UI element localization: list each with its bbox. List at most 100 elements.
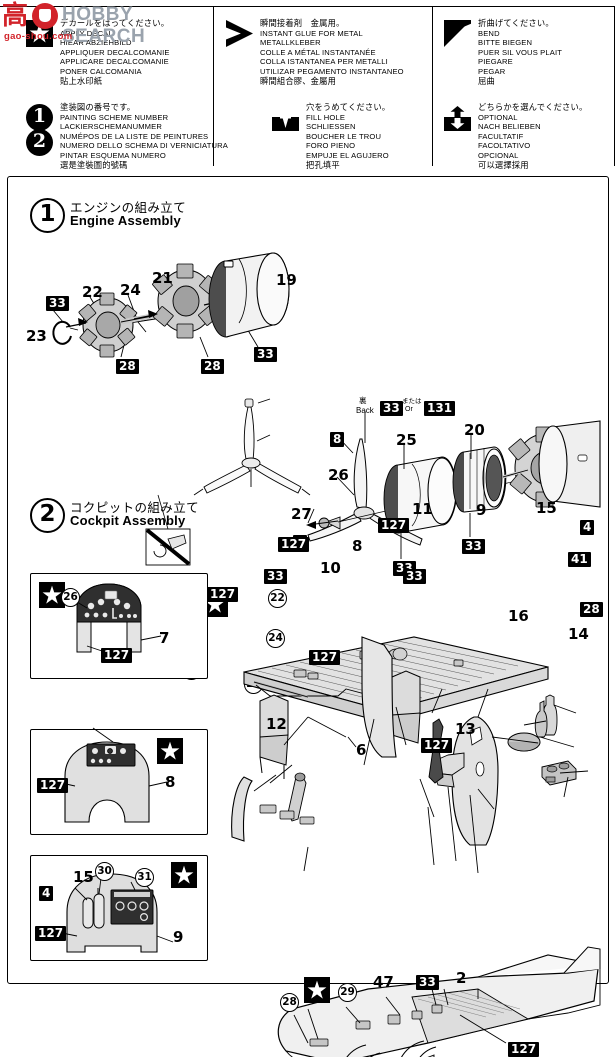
callout-127-a: 127 (278, 537, 310, 552)
callout-11: 11 (412, 500, 433, 518)
fill-hole-icon (272, 104, 299, 131)
legend-item-text: デカールをはってください。 APPLY DECAL HIEAR ABZIEHBI… (60, 18, 170, 87)
callout-33-back: 33 (380, 401, 403, 416)
legend-item-text: 折曲げてください。 BEND BITTE BIEGEN PUER SIL VOU… (478, 18, 562, 87)
callout-25: 25 (396, 431, 417, 449)
callout-4-panel9: 4 (39, 886, 54, 901)
callout-33-fuselage: 33 (416, 975, 439, 990)
decal-star-icon-7 (39, 582, 65, 608)
number-circle-icon-2: 2 (26, 129, 53, 156)
callout-127-e: 127 (421, 738, 453, 753)
callout-26-prop: 26 (328, 466, 349, 484)
decal-star-icon-9 (171, 862, 197, 888)
legend-divider-2 (432, 6, 433, 166)
callout-27: 27 (291, 505, 312, 523)
callout-12: 12 (266, 715, 287, 733)
legend-line-cn: 屈曲 (478, 76, 495, 87)
legend-line-jp: どちらかを選んでください。 (478, 102, 588, 112)
callout-33-ring: 33 (462, 539, 485, 554)
step-2-number-badge: 2 (30, 498, 65, 533)
decal-panel-7: 26 7 127 (30, 573, 208, 679)
callout-47: 47 (373, 973, 394, 991)
legend-line-it: FORO PIENO (306, 141, 356, 151)
callout-30: 30 (95, 862, 114, 881)
legend-item-text: どちらかを選んでください。 OPTIONAL NACH BELIEBEN FAC… (478, 102, 587, 171)
decal-star-icon-8 (157, 738, 183, 764)
decal-star-icon-fuselage (304, 977, 330, 1003)
legend-line-es: EMPUJE EL AGUJERO (306, 150, 389, 160)
legend-line-it: NUMERO DELLO SCHEMA DI VERNICIATURA (60, 141, 228, 151)
legend-line-es: PONER CALCOMANIA (60, 66, 142, 76)
callout-9-panel: 9 (173, 928, 184, 946)
callout-28-fuselage: 28 (280, 993, 299, 1012)
callout-23: 23 (26, 327, 47, 345)
legend-line-jp: デカールをはってください。 (60, 18, 170, 28)
back-label-jp: 裏 (359, 396, 367, 405)
legend-line-jp: 塗装図の番号です。 (60, 102, 136, 112)
callout-127-panel8: 127 (37, 778, 69, 793)
callout-13: 13 (455, 720, 476, 738)
callout-28-box: 28 (580, 602, 603, 617)
legend-line-es: PEGAR (478, 66, 506, 76)
optional-arrows-icon (444, 104, 471, 131)
callout-28-right: 28 (201, 359, 224, 374)
legend-line-de: SCHLIESSEN (306, 122, 356, 132)
step-2-title-en: Cockpit Assembly (70, 513, 186, 528)
legend-line-cn: 瞬間組合膠、金屬用 (260, 76, 337, 87)
callout-9: 9 (476, 501, 487, 519)
legend-line-de: METALLKLEBER (260, 38, 321, 48)
step-1-title-jp: エンジンの組み立て (70, 200, 187, 215)
watermark: 高 HOBBY SEARCH gao-shou.com (2, 1, 152, 47)
instruction-panel: 1 エンジンの組み立て Engine Assembly (7, 176, 609, 1057)
callout-127-c: 127 (207, 587, 239, 602)
callout-22: 22 (82, 283, 103, 301)
legend-line-cn: 把孔填平 (306, 160, 340, 171)
callout-16: 16 (508, 607, 529, 625)
callout-8-panel: 8 (165, 773, 176, 791)
callout-33: 33 (46, 296, 69, 311)
callout-7: 7 (159, 629, 170, 647)
back-label-en: Back (356, 406, 374, 415)
watermark-icon (32, 3, 58, 29)
legend-line-de: HIEAR ABZIEHBILD (60, 38, 132, 48)
legend-line-cn: 貼上水印紙 (60, 76, 103, 87)
legend-line-en: APPLY DECAL (60, 29, 113, 38)
legend-line-es: PINTAR ESQUEMA NUMERO (60, 150, 166, 160)
callout-2: 2 (456, 969, 467, 987)
step-1-number-badge: 1 (30, 198, 65, 233)
legend-line-de: LACKIERSCHEMANUMMER (60, 122, 163, 132)
callout-8-bulkhead: 8 (352, 537, 363, 555)
callout-10: 10 (320, 559, 341, 577)
callout-33-stick: 33 (403, 569, 426, 584)
legend-line-fr: COLLE A MÉTAL INSTANTANÉE (260, 47, 376, 57)
step-1-title-en: Engine Assembly (70, 213, 181, 228)
step-1-diagram (47, 252, 601, 566)
legend-line-it: APPLICARE DECALCOMANIE (60, 57, 169, 67)
callout-24: 24 (120, 281, 141, 299)
callout-131: 131 (424, 401, 456, 416)
decal-panel-9: 15 30 31 4 127 9 (30, 855, 208, 961)
callout-127-b: 127 (378, 518, 410, 533)
legend-line-fr: NUMÉPOS DE LA LISTE DE PEINTURES (60, 131, 209, 141)
callout-20: 20 (464, 421, 485, 439)
legend-line-fr: FACULTATIF (478, 131, 524, 141)
callout-127-panel7: 127 (101, 648, 133, 663)
legend-line-en: FILL HOLE (306, 113, 346, 122)
legend-line-jp: 瞬間接着剤 金属用。 (260, 18, 345, 28)
legend-line-en: INSTANT GLUE FOR METAL (260, 29, 363, 38)
or-label-jp: または (402, 397, 422, 405)
bend-icon (444, 20, 471, 47)
callout-33-cowl: 33 (254, 347, 277, 362)
step-2-diagram (77, 636, 601, 1057)
watermark-cjk-logo: 高 (2, 1, 30, 31)
legend-line-cn: 可以選擇採用 (478, 160, 529, 171)
callout-8-blade: 8 (330, 432, 345, 447)
callout-41: 41 (568, 552, 591, 567)
legend-line-fr: PUER SIL VOUS PLAIT (478, 47, 563, 57)
legend-item-text: 瞬間接着剤 金属用。 INSTANT GLUE FOR METAL METALL… (260, 18, 404, 87)
legend-line-de: BITTE BIEGEN (478, 38, 533, 48)
legend-key-panel: デカールをはってください。 APPLY DECAL HIEAR ABZIEHBI… (0, 6, 615, 170)
legend-divider-1 (213, 6, 214, 166)
legend-line-it: FACOLTATIVO (478, 141, 531, 151)
callout-127-fuselage: 127 (508, 1042, 540, 1057)
